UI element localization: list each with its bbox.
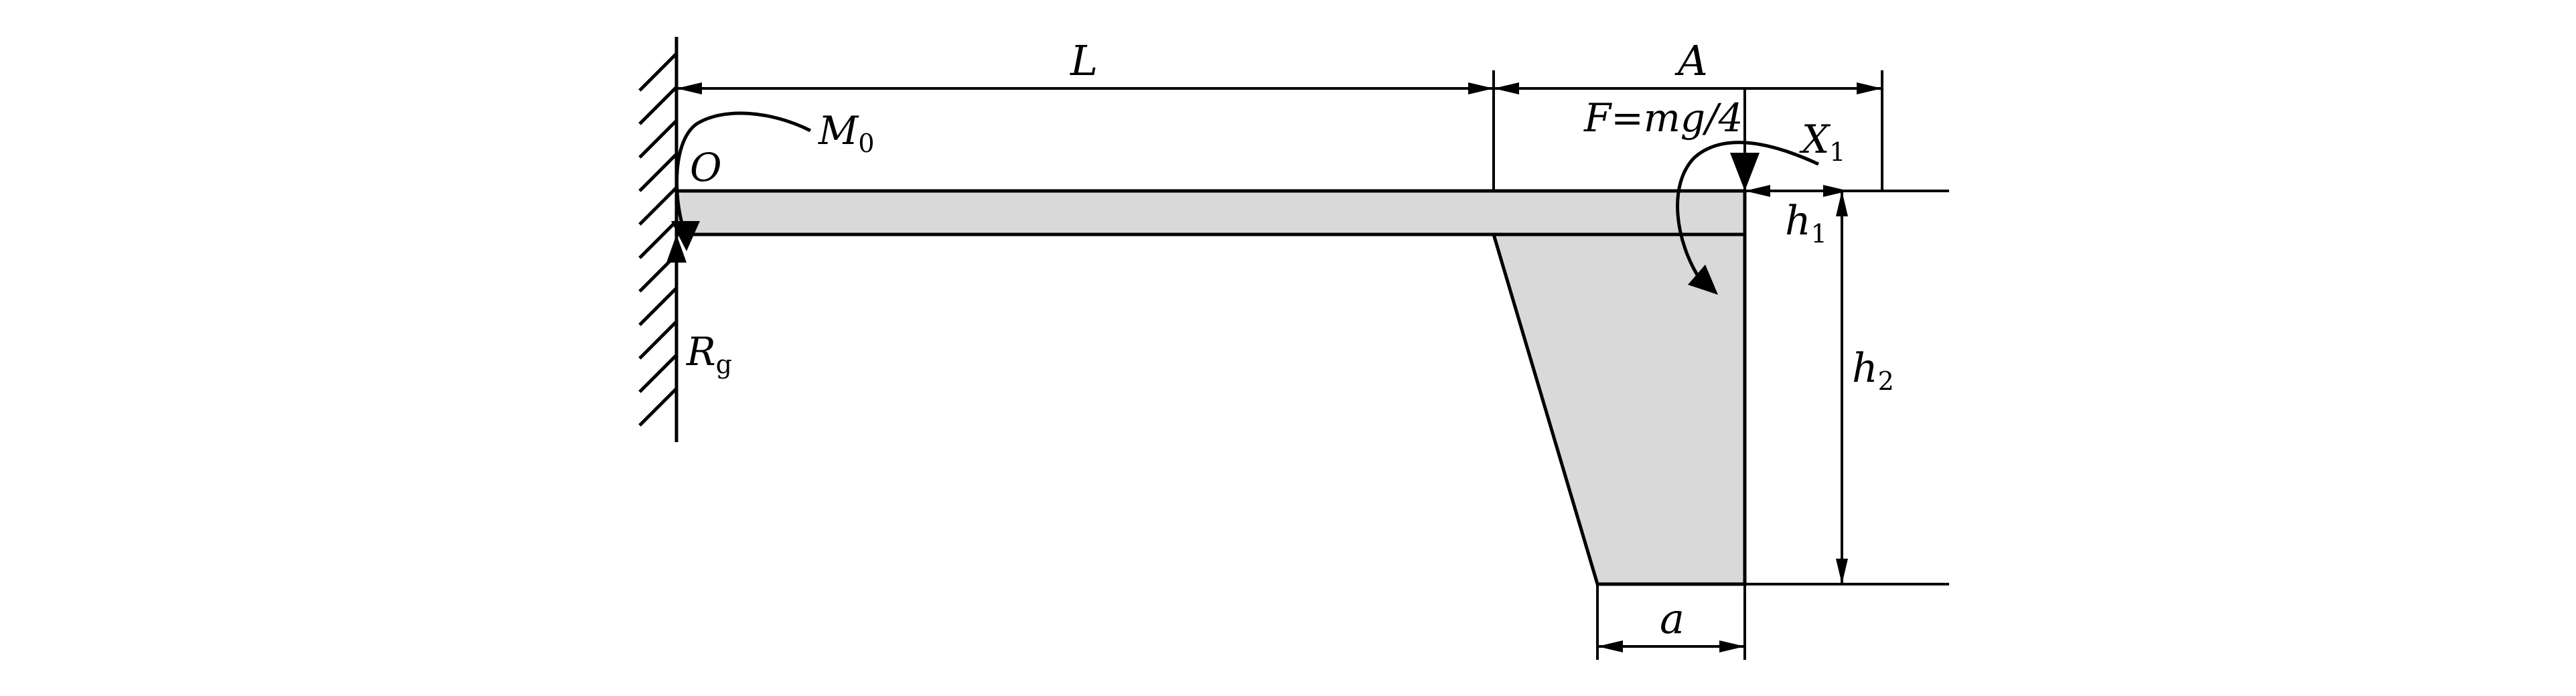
dimension-a <box>1597 640 1745 652</box>
label-F: F=mg/4 <box>1583 95 1743 141</box>
dimension-A <box>1494 82 1882 94</box>
dimension-L <box>676 82 1494 94</box>
label-O: O <box>690 145 722 190</box>
label-Rg: Rg <box>686 329 732 379</box>
label-h2: h2 <box>1852 345 1894 396</box>
label-M0: M0 <box>818 108 875 158</box>
label-L: L <box>1070 36 1098 85</box>
moment-M0-arrow <box>671 111 812 251</box>
horizontal-beam <box>674 189 1747 236</box>
force-F-arrow <box>1730 127 1760 191</box>
label-a: a <box>1660 594 1685 643</box>
reaction-Rg-arrow <box>666 234 687 263</box>
label-X1: X1 <box>1799 117 1845 167</box>
label-h1: h1 <box>1785 198 1827 249</box>
dimension-h2 <box>1836 191 1848 584</box>
dimension-h1 <box>1745 185 1849 197</box>
label-A: A <box>1674 36 1708 85</box>
moment-X1-arrow <box>1676 141 1820 295</box>
fixed-wall <box>638 37 678 442</box>
